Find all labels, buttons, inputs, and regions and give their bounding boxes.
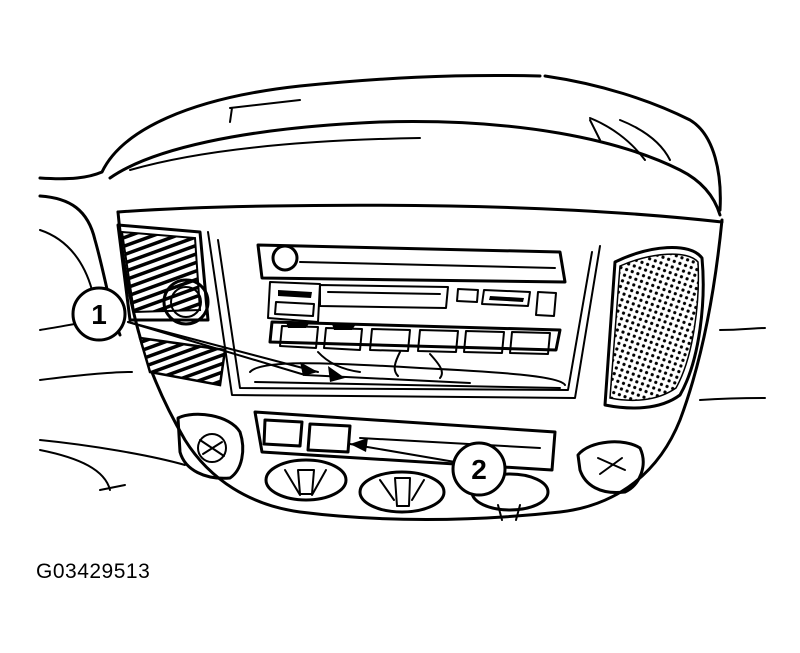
figure-id-label: G03429513 [36, 560, 151, 583]
preset-buttons [280, 322, 550, 354]
center-stack-bezel [118, 205, 722, 519]
fan-speed-knob [266, 460, 346, 500]
callout-1-leaders [128, 322, 470, 383]
lower-left-vent [140, 338, 225, 385]
callout-2: 2 [453, 443, 505, 495]
climate-control-panel [178, 412, 643, 520]
left-air-vent [118, 225, 208, 324]
callout-2-number: 2 [471, 454, 487, 485]
right-speaker-grille [605, 247, 703, 408]
mode-knob [360, 472, 444, 512]
callout-1-number: 1 [91, 299, 107, 330]
callout-1: 1 [73, 288, 125, 340]
callout-2-leaders [350, 438, 455, 462]
right-lower-vent [578, 442, 643, 493]
dashboard-outline [40, 75, 765, 490]
left-lower-vent [178, 414, 243, 478]
radio-unit [250, 245, 565, 388]
